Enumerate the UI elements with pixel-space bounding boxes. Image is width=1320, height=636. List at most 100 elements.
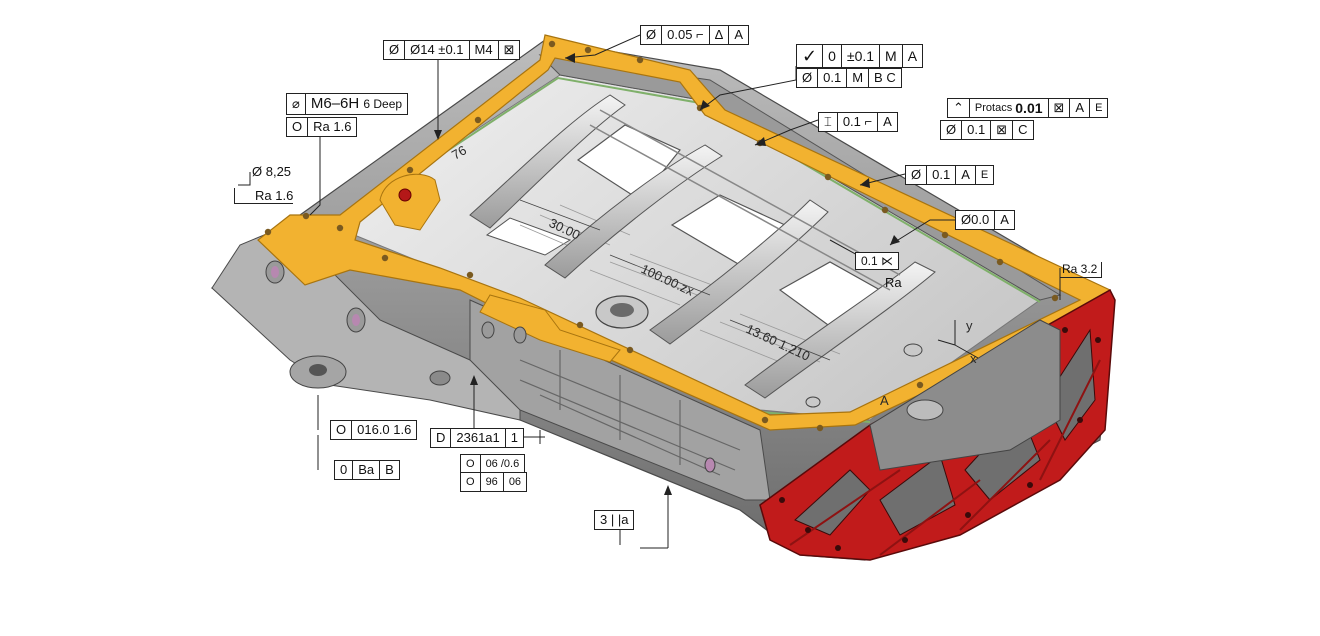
fcf-cell: A (907, 48, 918, 64)
axis-label-y: y (966, 318, 973, 333)
section-cut-holes (779, 327, 1101, 551)
fcf-cell: 96 (481, 473, 504, 491)
fcf-hole-diameter[interactable]: Ø Ø14 ±0.1 M4 ⊠ (383, 40, 521, 60)
fcf-cell: B (385, 462, 394, 477)
fcf-bottom-stack[interactable]: 3 | |a (594, 510, 635, 530)
fcf-cell: 3 | |a (600, 512, 629, 527)
arrow-mid (860, 178, 870, 188)
section-cut-webs (789, 359, 1101, 556)
fcf-cell: ⌀ (287, 94, 306, 114)
fcf-protacs-row[interactable]: ⌃ Protacs 0.01 ⊠ A E (947, 98, 1109, 118)
fcf-cell: Ba (353, 461, 381, 479)
fcf-cell: D (431, 429, 452, 447)
arrow-top-center (565, 53, 575, 63)
center-boss-hole (610, 303, 634, 317)
fcf-cell: B C (874, 70, 896, 85)
sump-pin (903, 343, 923, 357)
arrow-flat (755, 137, 766, 146)
fcf-cell: Ø0.0 (956, 211, 996, 229)
fcf-cell: Ø (941, 121, 963, 139)
fcf-cell: A (1070, 99, 1091, 117)
floor-hatch (519, 204, 841, 371)
flange-bolt-holes (264, 40, 1059, 432)
fcf-cell: O (461, 455, 481, 473)
fcf-cell: 0.1 ⋉ (861, 254, 894, 268)
arrow-bottom-stack (664, 485, 672, 495)
fcf-cell: M (847, 69, 870, 87)
dowel-hole (398, 188, 412, 202)
fcf-cell: E (1095, 102, 1103, 114)
fcf-cell: A (734, 27, 743, 42)
fcf-left-low-2[interactable]: 0 Ba B (334, 460, 400, 480)
fcf-cell: Ø (906, 166, 928, 184)
fcf-cell: 0.1 (818, 69, 848, 87)
fcf-position-row[interactable]: Ø 0.1 M B C (796, 68, 902, 88)
thread-spec: M6–6H (310, 95, 360, 112)
fcf-cell: Ø (641, 26, 663, 44)
fcf-zero-row[interactable]: Ø0.0 A (955, 210, 1015, 230)
arrow-zero (890, 235, 900, 245)
protacs-value: 0.01 (1015, 100, 1043, 116)
ra-left-note: Ra 1.6 (234, 188, 294, 204)
fcf-mid-low-2a[interactable]: O 06 /0.6 (460, 454, 526, 474)
rib-cross (589, 109, 901, 291)
rib-2 (544, 144, 723, 279)
mount-boss (429, 370, 451, 386)
floor-dimension-lines (519, 199, 831, 361)
fcf-cell: E (980, 169, 989, 181)
fcf-cell: M4 (470, 41, 499, 59)
fcf-cell: M (880, 45, 903, 67)
fcf-small-tag[interactable]: 0.1 ⋉ (855, 252, 900, 270)
fcf-cell: 2361a1 (451, 429, 506, 447)
fcf-top-center[interactable]: Ø 0.05 ⌐ Δ A (640, 25, 749, 45)
fcf-position-c-row[interactable]: Ø 0.1 ⊠ C (940, 120, 1034, 140)
fcf-cell: ⊠ (503, 42, 515, 57)
fcf-mid-low-1[interactable]: D 2361a1 1 (430, 428, 525, 448)
protacs-label: Protacs (974, 102, 1013, 114)
fcf-cell: ⊠ (1049, 99, 1071, 117)
fcf-mid-low-2b[interactable]: O 96 06 (460, 472, 528, 492)
side-ports (265, 260, 716, 473)
front-ribs (519, 350, 741, 476)
fcf-cell: ✓ (797, 45, 824, 67)
fcf-roughness-a[interactable]: O Ra 1.6 (286, 117, 358, 137)
dowel-boss (379, 173, 441, 231)
fcf-cell: C (1018, 122, 1028, 137)
sump-pin-2 (805, 396, 821, 408)
fcf-cell: 0 (335, 461, 354, 479)
window-4 (485, 217, 572, 256)
mount-hole (309, 364, 327, 376)
fcf-flatness-row[interactable]: ⌶ 0.1 ⌐ A (818, 112, 898, 132)
fcf-cell: Ø (797, 69, 819, 87)
fcf-cell: ⌃ (948, 99, 970, 117)
fcf-cell: 016.0 1.6 (357, 422, 412, 437)
fcf-cell: 0.1 ⌐ (838, 113, 879, 131)
fcf-cell: O (287, 118, 309, 136)
inner-wall-back (538, 54, 1062, 301)
fcf-cell: ±0.1 (842, 45, 881, 67)
flange-pads (479, 294, 621, 363)
fcf-cell: A (956, 166, 976, 184)
ra-note-center: Ra (885, 275, 902, 290)
fcf-left-low-1[interactable]: O 016.0 1.6 (330, 420, 418, 440)
fcf-cell: A (1000, 212, 1009, 227)
fcf-cell: Ø (384, 41, 406, 59)
fcf-cell: M6–6H 6 Deep (306, 94, 407, 114)
fcf-cell: O (331, 421, 353, 439)
fcf-cell: 06 (508, 476, 522, 488)
boss-mark: 76 (449, 142, 469, 162)
rib-1 (469, 94, 626, 229)
fcf-thread[interactable]: ⌀ M6–6H 6 Deep (286, 93, 409, 115)
fcf-cell: 06 /0.6 (485, 458, 520, 470)
boss-mark-2: A (880, 393, 889, 408)
arrow-left-low (470, 375, 478, 385)
fcf-cell: 0 (823, 45, 842, 67)
fcf-cell: 1 (510, 430, 519, 445)
rib-3 (649, 199, 829, 345)
fcf-cell: 0.1 (962, 121, 992, 139)
fcf-cell: ⌶ (819, 113, 838, 131)
fcf-check-row[interactable]: ✓ 0 ±0.1 M A (796, 44, 924, 68)
arrow-check (700, 100, 710, 110)
fcf-mid-row[interactable]: Ø 0.1 A E (905, 165, 995, 185)
